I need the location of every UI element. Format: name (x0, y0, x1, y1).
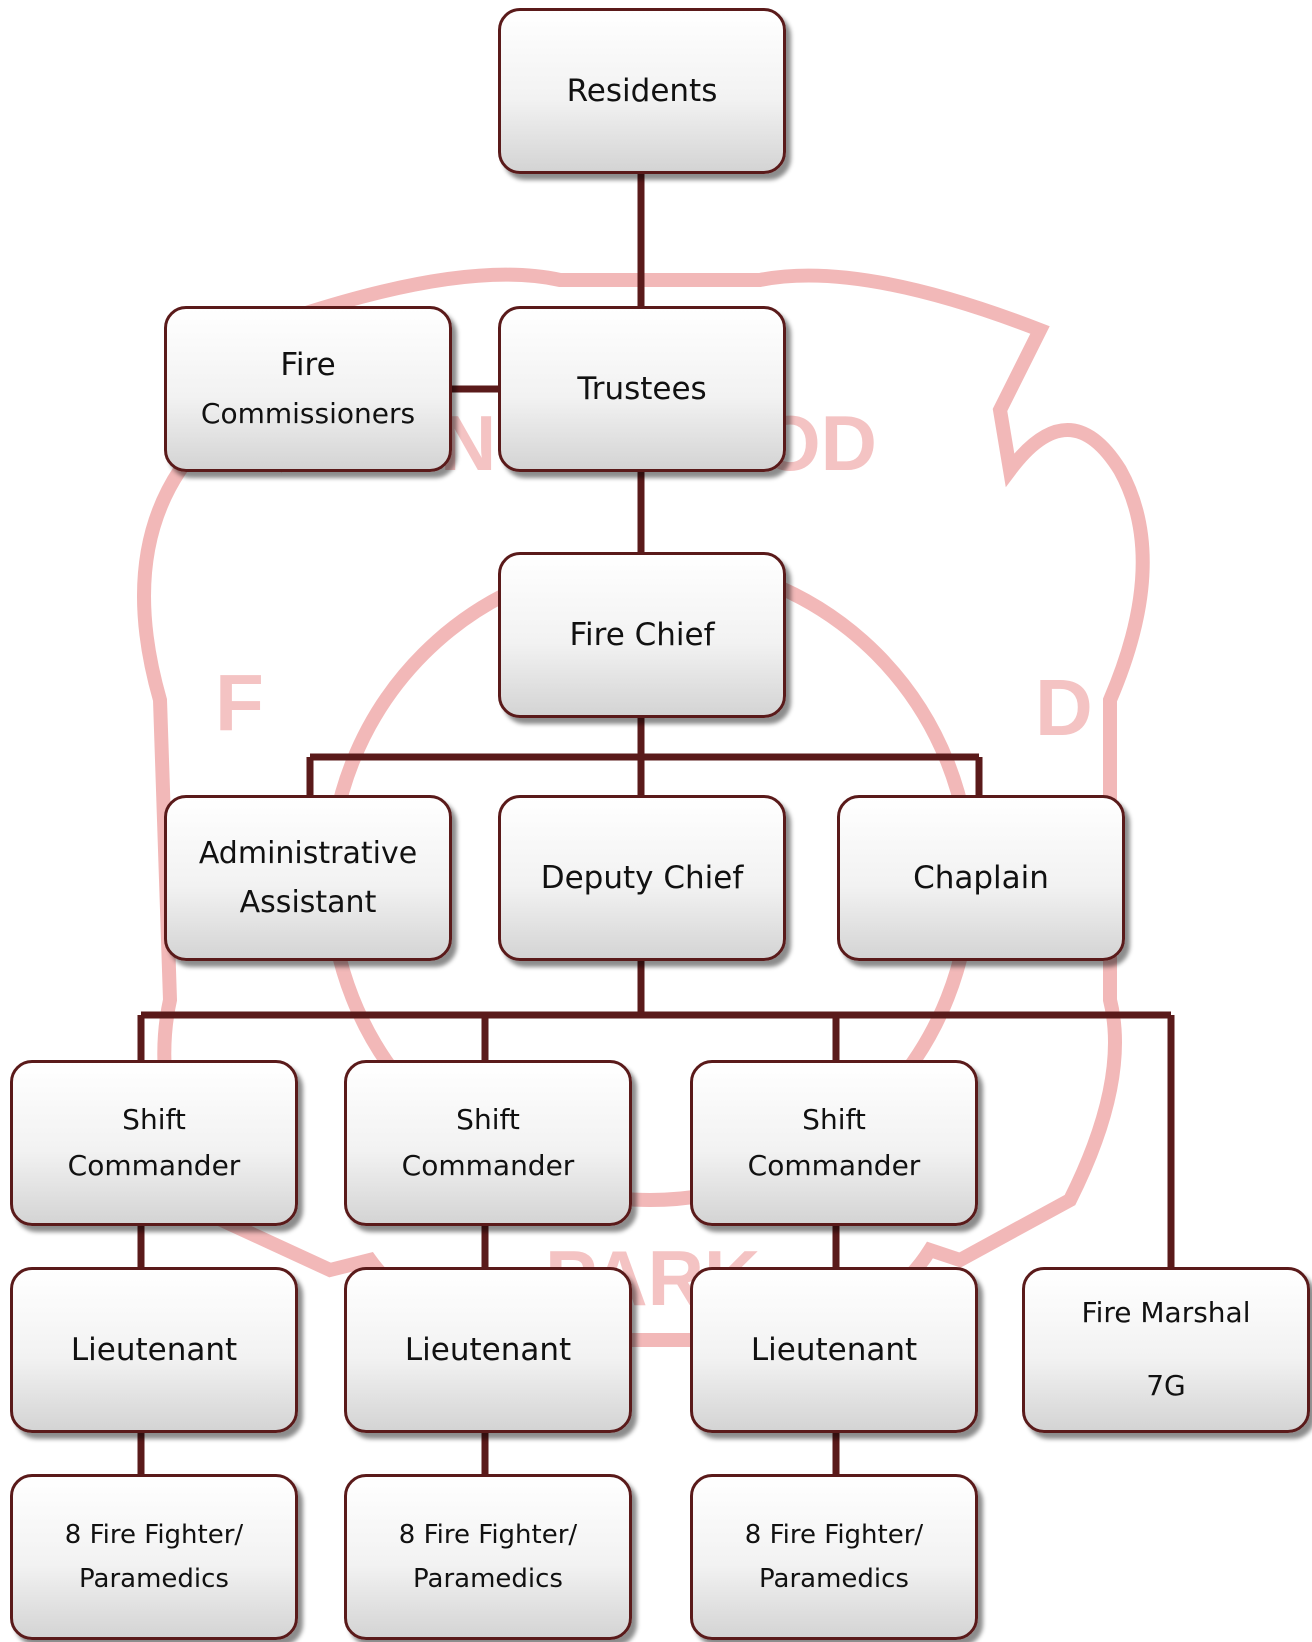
node-fire-marshal: Fire Marshal 7G (1022, 1267, 1310, 1433)
node-deputy-chief: Deputy Chief (498, 795, 786, 961)
node-fire-chief: Fire Chief (498, 552, 786, 718)
node-administrative-assistant: Administrative Assistant (164, 795, 452, 961)
node-trustees: Trustees (498, 306, 786, 472)
node-firefighters-3: 8 Fire Fighter/ Paramedics (690, 1474, 978, 1640)
node-shift-commander-2: Shift Commander (344, 1060, 632, 1226)
watermark-letter-d: D (1035, 663, 1093, 752)
node-lieutenant-3: Lieutenant (690, 1267, 978, 1433)
node-fire-commissioners: Fire Commissioners (164, 306, 452, 472)
watermark-letter-f: F (215, 658, 264, 747)
node-shift-commander-3: Shift Commander (690, 1060, 978, 1226)
node-shift-commander-1: Shift Commander (10, 1060, 298, 1226)
node-residents: Residents (498, 8, 786, 174)
node-lieutenant-2: Lieutenant (344, 1267, 632, 1433)
node-chaplain: Chaplain (837, 795, 1125, 961)
node-lieutenant-1: Lieutenant (10, 1267, 298, 1433)
node-firefighters-1: 8 Fire Fighter/ Paramedics (10, 1474, 298, 1640)
node-firefighters-2: 8 Fire Fighter/ Paramedics (344, 1474, 632, 1640)
